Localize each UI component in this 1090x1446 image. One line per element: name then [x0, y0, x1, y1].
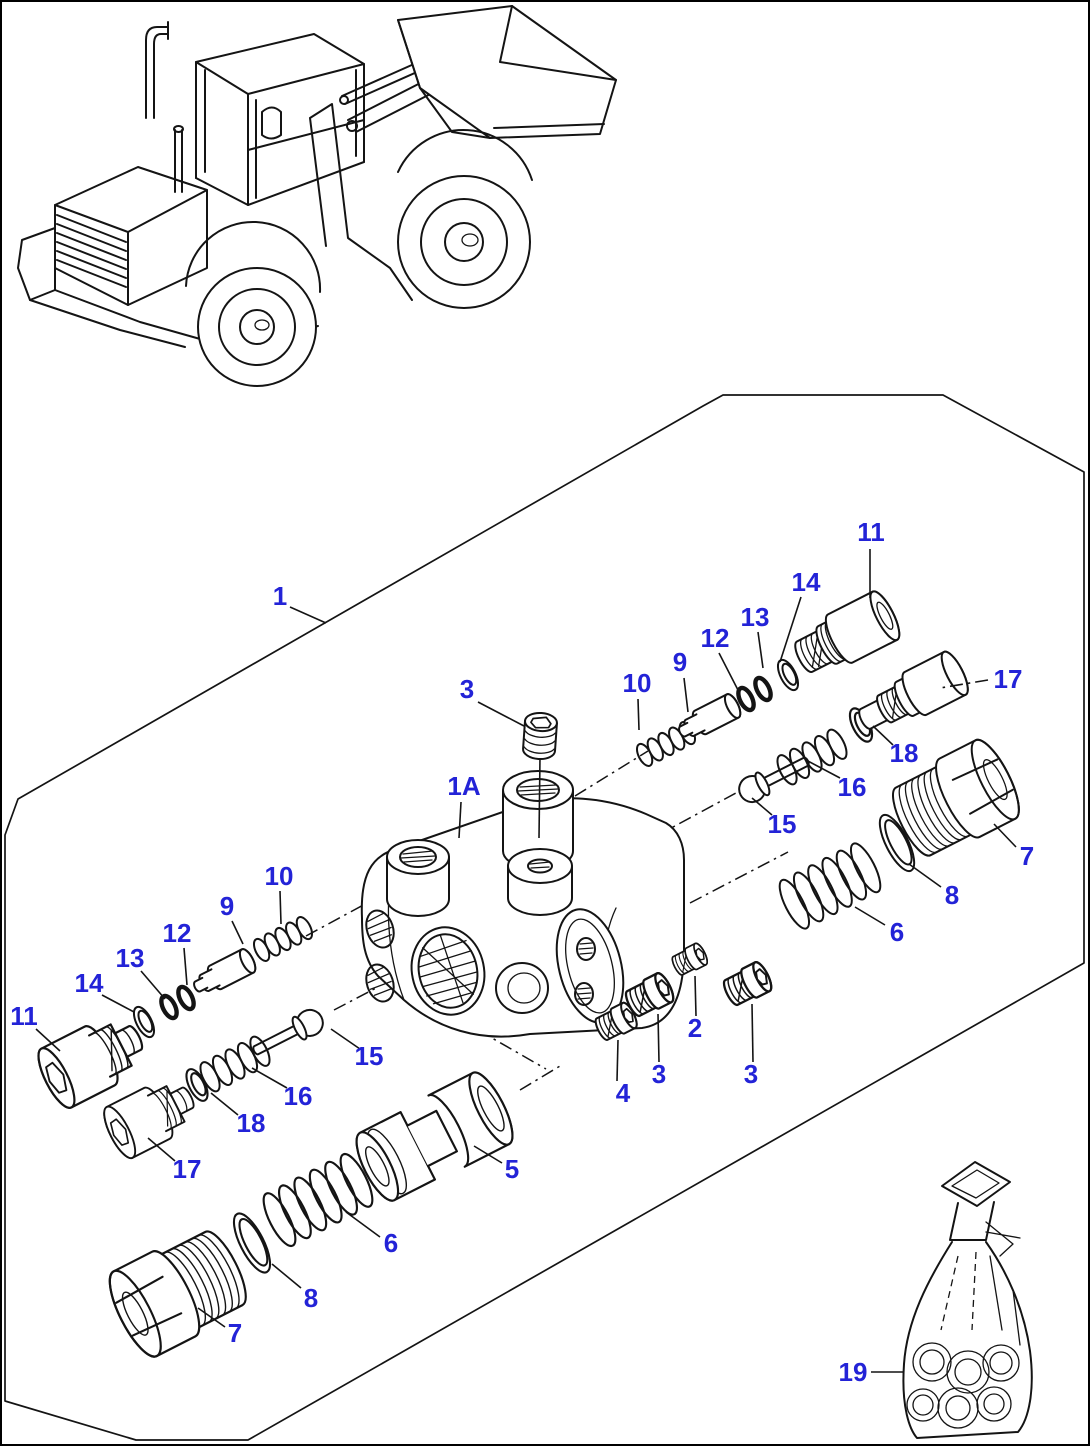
callout-leader-7-l: [197, 1307, 226, 1328]
callout-leader-6-r: [854, 906, 886, 926]
callout-leader-6-l: [345, 1211, 381, 1238]
callout-leader-9-r: [683, 677, 689, 713]
callout-10-l[interactable]: 10: [265, 861, 294, 891]
callout-1A[interactable]: 1A: [447, 771, 480, 801]
callout-18-r[interactable]: 18: [890, 738, 919, 768]
callout-leader-9-l: [231, 920, 244, 945]
callout-9-r[interactable]: 9: [673, 647, 687, 677]
callout-4[interactable]: 4: [616, 1078, 631, 1108]
callout-leader-5: [473, 1145, 503, 1164]
callout-7-l[interactable]: 7: [228, 1318, 242, 1348]
callout-leader-10-r: [637, 698, 640, 731]
callout-leader-3-mid: [657, 1013, 660, 1063]
wheel-loader-illustration: [17, 5, 617, 387]
callout-leader-15-l: [330, 1028, 361, 1050]
fitting-axis-line: [538, 756, 541, 839]
seal-kit-bag: [902, 1161, 1033, 1439]
callout-leader-13-r: [757, 631, 764, 669]
callout-19[interactable]: 19: [839, 1357, 868, 1387]
callout-leader-18-l: [210, 1092, 239, 1116]
callout-leader-2: [694, 975, 697, 1017]
callout-6-r[interactable]: 6: [890, 917, 904, 947]
callout-3-top[interactable]: 3: [460, 674, 474, 704]
callout-8-l[interactable]: 8: [304, 1283, 318, 1313]
callout-18-l[interactable]: 18: [237, 1108, 266, 1138]
fitting-3-top: [522, 711, 558, 760]
callout-leader-8-r: [908, 863, 942, 888]
callout-leader-18-r: [872, 725, 894, 746]
callout-leader-14-r: [779, 596, 802, 663]
callout-leader-3-right: [751, 1003, 754, 1063]
callout-9-l[interactable]: 9: [220, 891, 234, 921]
callout-15-r[interactable]: 15: [768, 809, 797, 839]
callout-8-r[interactable]: 8: [945, 880, 959, 910]
callout-leader-14-l: [101, 994, 135, 1013]
callout-15-l[interactable]: 15: [355, 1041, 384, 1071]
callout-6-l[interactable]: 6: [384, 1228, 398, 1258]
callout-11-r[interactable]: 11: [857, 517, 885, 547]
callout-17-l[interactable]: 17: [173, 1154, 202, 1184]
callout-16-l[interactable]: 16: [284, 1081, 313, 1111]
callout-leader-11-l: [35, 1028, 61, 1052]
valve-body: [360, 770, 685, 1038]
callout-16-r[interactable]: 16: [838, 772, 867, 802]
callout-leader-7-r: [993, 823, 1017, 848]
callout-13-l[interactable]: 13: [116, 943, 145, 973]
callout-leader-12-r: [718, 652, 740, 693]
callout-leader-1: [289, 606, 327, 624]
callout-7-r[interactable]: 7: [1020, 841, 1034, 871]
callout-14-r[interactable]: 14: [792, 567, 821, 597]
callout-leader-17-l: [147, 1137, 176, 1162]
callout-leader-3-top: [477, 701, 525, 727]
callout-3-mid[interactable]: 3: [652, 1059, 666, 1089]
callout-11-l[interactable]: 11: [10, 1001, 38, 1031]
callout-13-r[interactable]: 13: [741, 602, 770, 632]
callout-10-r[interactable]: 10: [623, 668, 652, 698]
callout-leader-1A: [458, 801, 462, 839]
callout-14-l[interactable]: 14: [75, 968, 104, 998]
callout-leader-12-l: [183, 947, 188, 986]
callout-leader-13-l: [140, 970, 166, 1000]
callout-leader-10-l: [279, 890, 282, 925]
callout-3-right[interactable]: 3: [744, 1059, 758, 1089]
callout-2[interactable]: 2: [688, 1013, 702, 1043]
callout-12-r[interactable]: 12: [701, 623, 730, 653]
callout-leader-15-r: [751, 797, 773, 816]
callout-12-l[interactable]: 12: [163, 918, 192, 948]
callout-layer: 131A109121314111718161578623431091213141…: [10, 517, 1034, 1387]
callout-leader-16-l: [251, 1067, 288, 1089]
callout-leader-4: [616, 1039, 619, 1082]
callout-17-r[interactable]: 17: [994, 664, 1023, 694]
callout-5[interactable]: 5: [505, 1154, 519, 1184]
assembly-sheet-border: [4, 394, 1085, 1441]
callout-1[interactable]: 1: [273, 581, 287, 611]
callout-leader-16-r: [805, 759, 841, 779]
callout-leader-8-l: [271, 1263, 302, 1289]
callout-leader-17-r: [939, 679, 989, 689]
